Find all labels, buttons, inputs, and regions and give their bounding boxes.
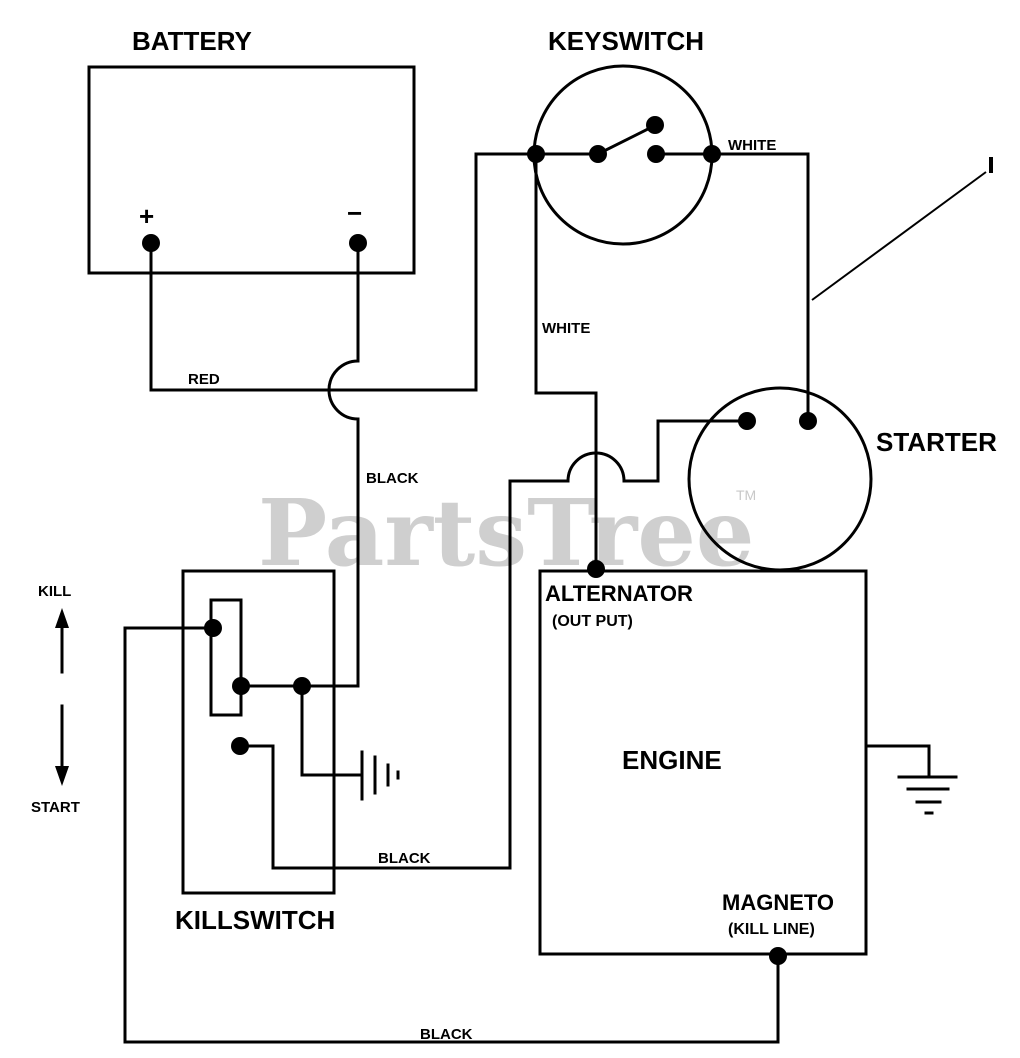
wire-white-alternator	[534, 152, 598, 569]
killswitch-start-terminal	[231, 737, 249, 755]
starter-label: STARTER	[876, 427, 997, 457]
trademark: TM	[736, 487, 756, 503]
wire-label-black-battery: BLACK	[366, 470, 419, 487]
magneto-label: MAGNETO	[722, 890, 834, 915]
keyswitch: KEYSWITCH	[527, 26, 721, 246]
killswitch-label: KILLSWITCH	[175, 905, 335, 935]
engine-label: ENGINE	[622, 745, 722, 775]
alternator-sublabel: (OUT PUT)	[552, 613, 633, 630]
engine: ALTERNATOR (OUT PUT) ENGINE MAGNETO (KIL…	[538, 560, 868, 965]
direction-legend: KILL START	[31, 583, 80, 816]
battery-label: BATTERY	[132, 26, 252, 56]
callout-leader	[811, 171, 987, 301]
wire-label-white-out: WHITE	[728, 137, 776, 154]
engine-ground-wire	[864, 744, 931, 779]
wire-white-starter	[710, 152, 810, 422]
direction-start-label: START	[31, 799, 80, 816]
starter-terminal-right	[799, 412, 817, 430]
keyswitch-pivot	[589, 145, 607, 163]
wire-label-black-killswitch: BLACK	[378, 850, 431, 867]
wire-black-magneto	[123, 626, 780, 1044]
keyswitch-contact-arm	[595, 126, 651, 157]
killswitch-ground-wire	[300, 684, 364, 777]
battery-positive-symbol: +	[139, 201, 154, 231]
killswitch-slider	[209, 598, 243, 717]
killswitch-box	[181, 569, 336, 895]
killswitch-common-terminal	[232, 677, 250, 695]
watermark: PartsTree	[258, 479, 754, 587]
keyswitch-contact-lower	[647, 145, 665, 163]
alternator-label: ALTERNATOR	[545, 581, 693, 606]
wire-label-red: RED	[188, 371, 220, 388]
battery: BATTERY + −	[87, 26, 416, 275]
wire-label-black-magneto: BLACK	[420, 1026, 473, 1043]
direction-kill-label: KILL	[38, 583, 71, 600]
wire-black-killswitch-starter	[238, 419, 749, 870]
starter: STARTER	[687, 386, 997, 572]
alternator-terminal	[587, 560, 605, 578]
magneto-sublabel: (KILL LINE)	[728, 921, 815, 938]
engine-box	[538, 569, 868, 956]
killswitch: KILLSWITCH	[175, 569, 364, 935]
engine-ground-icon	[864, 744, 958, 815]
battery-negative-symbol: −	[347, 198, 362, 228]
wire-black-battery	[300, 241, 360, 688]
arrow-up-icon	[55, 608, 69, 628]
keyswitch-label: KEYSWITCH	[548, 26, 704, 56]
killswitch-junction	[293, 677, 311, 695]
arrow-down-icon	[55, 766, 69, 786]
battery-box	[87, 65, 416, 275]
keyswitch-contact-upper	[646, 116, 664, 134]
wire-label-white-down: WHITE	[542, 320, 590, 337]
wire-red	[149, 152, 538, 392]
chassis-ground-icon	[360, 750, 400, 801]
